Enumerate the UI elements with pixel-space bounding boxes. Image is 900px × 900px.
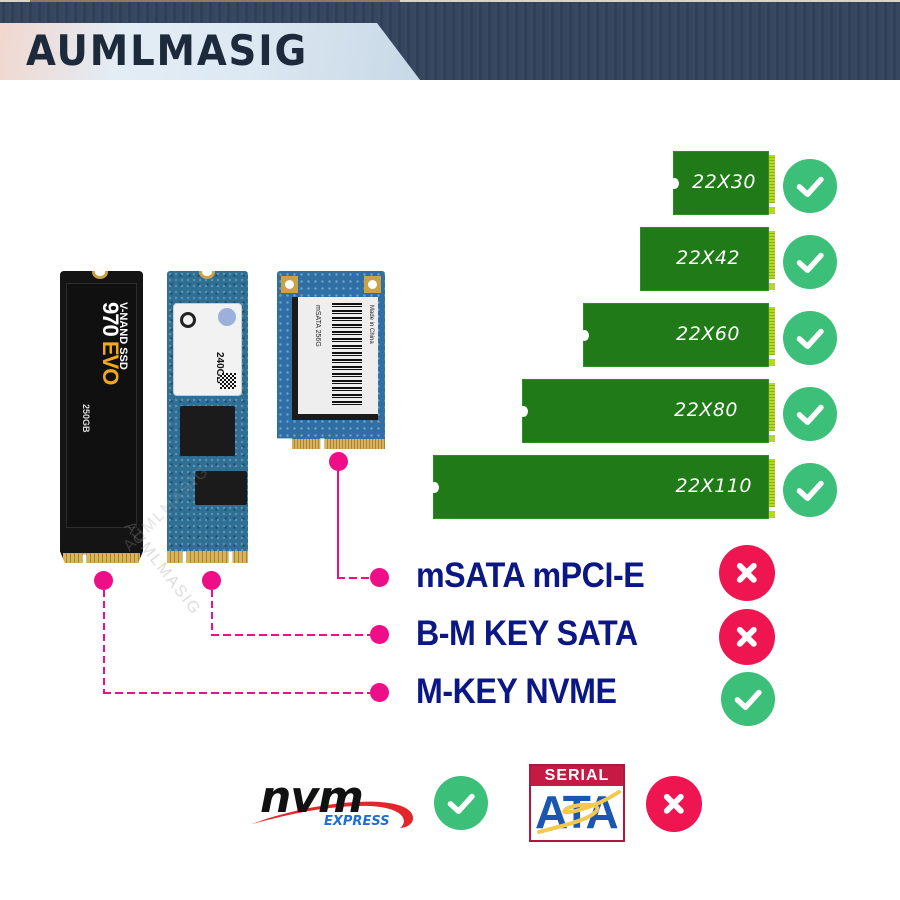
connector-dot [202,571,221,590]
header-banner: AUMLMASIG [0,0,900,80]
size-row-22x42: 22X42 [640,227,775,291]
interface-label-bm-sata: B-M KEY SATA [416,614,638,653]
qr-code-icon [220,373,236,389]
notch [430,482,439,493]
gold-contacts [63,553,140,563]
connector-line [211,634,373,636]
ssd-model-name: EVO [98,340,123,385]
screw-notch [199,271,215,279]
size-row-22x60: 22X60 [580,303,775,367]
connector-line [103,590,105,693]
interface-label-m-nvme: M-KEY NVME [416,672,617,711]
check-icon [783,463,837,517]
gold-contacts [167,551,248,563]
size-bar: 22X30 [670,151,775,215]
connector-pins [769,511,775,518]
ssd-brand-line: V-NAND SSD [117,302,129,370]
sata-swirl-icon [537,790,621,834]
serial-ata-logo: SERIAL ATA [529,764,625,842]
nvm-logo-text: nvm [260,772,364,823]
connector-dot [329,452,348,471]
check-icon [783,235,837,289]
gold-contacts [277,439,385,449]
size-label: 22X30 [692,171,756,193]
check-icon [783,159,837,213]
connector-pins [769,283,775,290]
cross-icon [719,545,775,601]
connector-line [103,692,373,694]
nand-chip [180,406,235,456]
ssd-model-num: 970 [98,302,123,336]
mount-hole [281,276,298,293]
controller-chip [195,471,247,505]
swoosh-icon [252,801,414,828]
nvm-express-logo: nvm EXPRESS [250,772,420,834]
connector-pins [769,231,775,279]
barcode-icon [332,303,362,407]
size-bar: 22X42 [640,227,775,291]
interface-label-msata: mSATA mPCI-E [416,556,645,595]
serial-logo-text: SERIAL [531,766,623,786]
size-bar: 22X60 [580,303,775,367]
check-icon [721,672,775,726]
size-label: 22X80 [674,399,738,421]
connector-pins [769,383,775,431]
ssd-capacity: 240GB [214,352,225,384]
express-logo-text: EXPRESS [324,814,390,829]
connector-pins [769,155,775,203]
connector-dot [370,625,389,644]
size-row-22x30: 22X30 [670,151,775,215]
connector-line [211,590,213,635]
connector-pins [769,435,775,442]
ssd-sticker: 240GB [173,303,242,396]
ssd-model: 970 EVO [97,302,123,384]
check-icon [783,311,837,365]
nvme-ssd-image: V-NAND SSD 970 EVO 250GB [60,271,143,563]
size-label: 22X42 [676,247,740,269]
ssd-sticker: mSATA 256G Made in China [292,297,378,420]
sticker-text: Made in China [368,305,374,344]
size-row-22x110: 22X110 [430,455,775,519]
ssd-label: V-NAND SSD 970 EVO 250GB [66,283,137,528]
size-label: 22X60 [676,323,740,345]
connector-pins [769,359,775,366]
notch [580,330,589,341]
cross-icon [646,776,702,832]
screw-notch [92,271,108,279]
connector-pins [769,207,775,214]
check-icon [434,776,488,830]
connector-dot [370,568,389,587]
connector-line [337,462,339,578]
brand-tab [0,23,420,80]
notch [519,406,528,417]
power-logo-icon [180,312,196,328]
brand-circle-icon [218,308,236,326]
msata-ssd-image: mSATA 256G Made in China [277,271,385,449]
connector-pins [769,459,775,507]
ssd-capacity: 250GB [81,404,91,433]
connector-dot [94,571,113,590]
connector-line [337,577,373,579]
notch [670,178,679,189]
sata-ssd-image: 240GB [167,271,248,563]
mount-hole [364,276,381,293]
banner-top-strip [0,0,900,2]
size-label: 22X110 [675,475,752,497]
connector-dot [370,683,389,702]
size-bar: 22X80 [519,379,775,443]
size-row-22x80: 22X80 [519,379,775,443]
size-bar: 22X110 [430,455,775,519]
cross-icon [719,609,775,665]
check-icon [783,387,837,441]
sticker-text: mSATA 256G [314,305,321,347]
connector-pins [769,307,775,355]
brand-name: AUMLMASIG [26,26,309,75]
